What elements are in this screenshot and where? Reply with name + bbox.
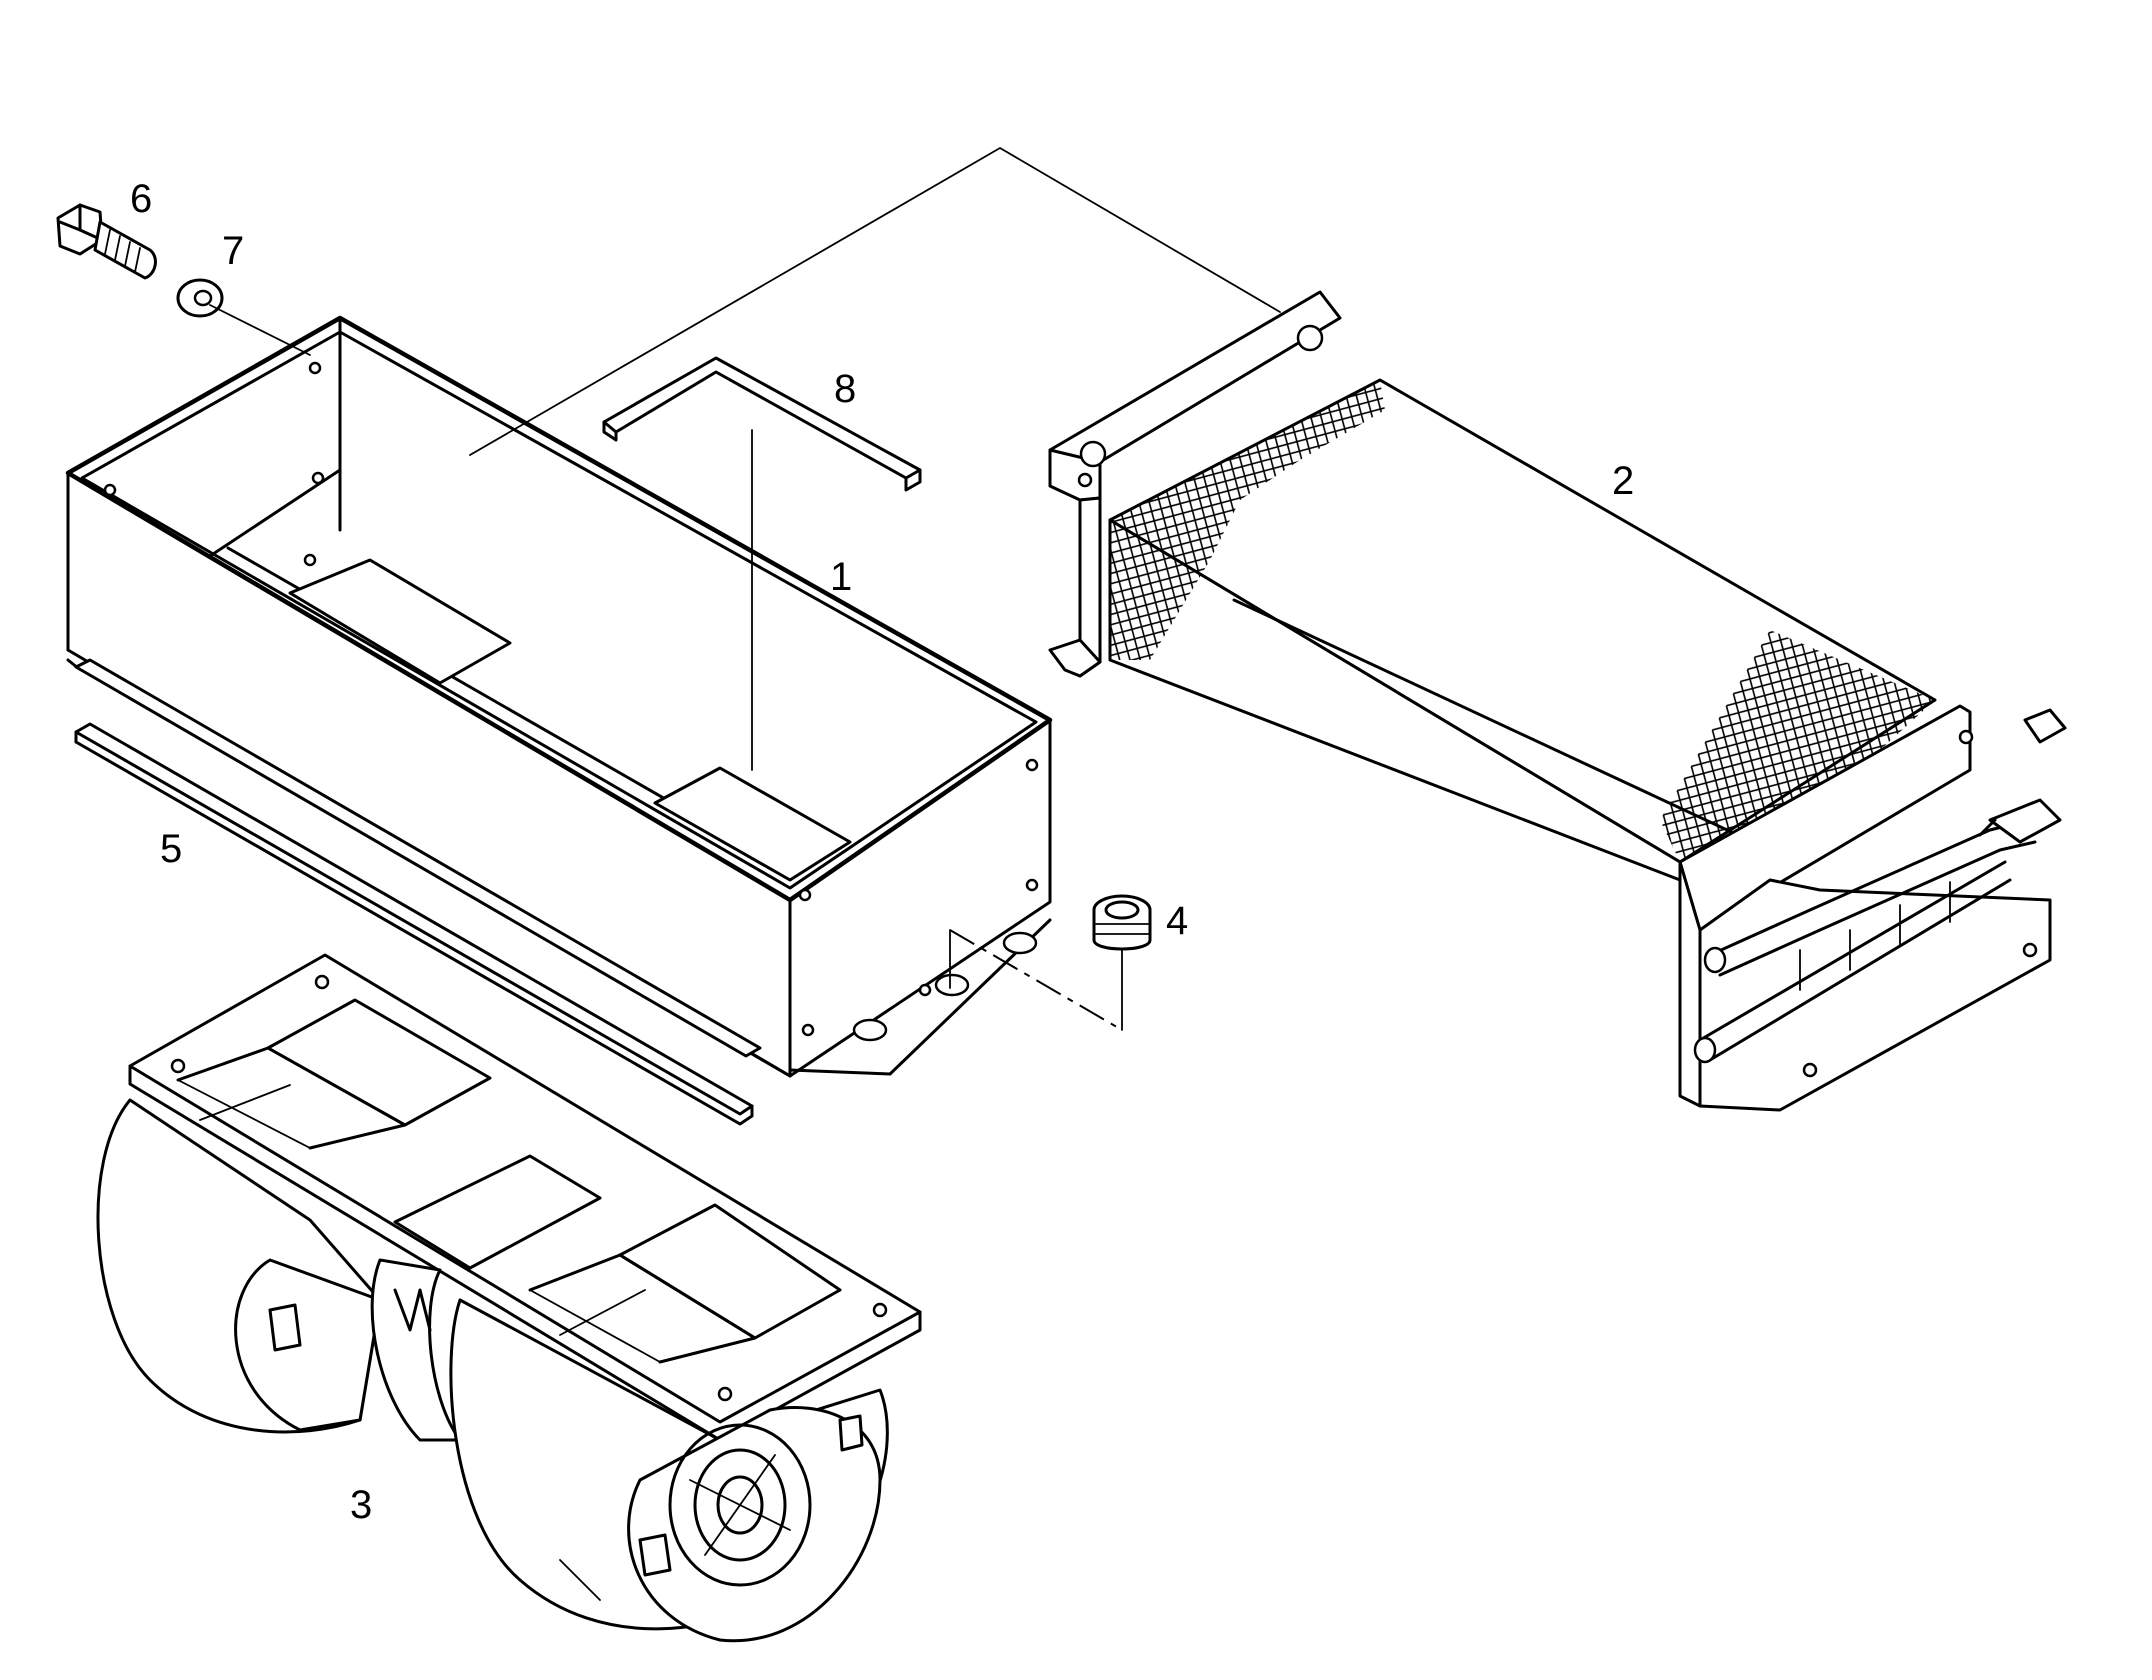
callout-4: 4 (1166, 899, 1188, 943)
callout-7: 7 (222, 229, 244, 273)
housing-box (65, 315, 1053, 1078)
callout-2: 2 (1612, 459, 1634, 503)
seal-strips (74, 658, 762, 1126)
heater-core (1048, 290, 2067, 1112)
washer (176, 278, 224, 318)
callout-5: 5 (160, 827, 182, 871)
callout-labels: 1 2 3 4 5 6 7 8 (130, 177, 1634, 1527)
bolt (56, 203, 157, 280)
callout-8: 8 (834, 367, 856, 411)
blower-assembly (96, 953, 922, 1643)
assembly-lines (209, 146, 1281, 1031)
callout-1: 1 (830, 555, 852, 599)
callout-6: 6 (130, 177, 152, 221)
callout-3: 3 (350, 1483, 372, 1527)
bracket-strip (602, 356, 922, 492)
grommet (1092, 894, 1152, 951)
